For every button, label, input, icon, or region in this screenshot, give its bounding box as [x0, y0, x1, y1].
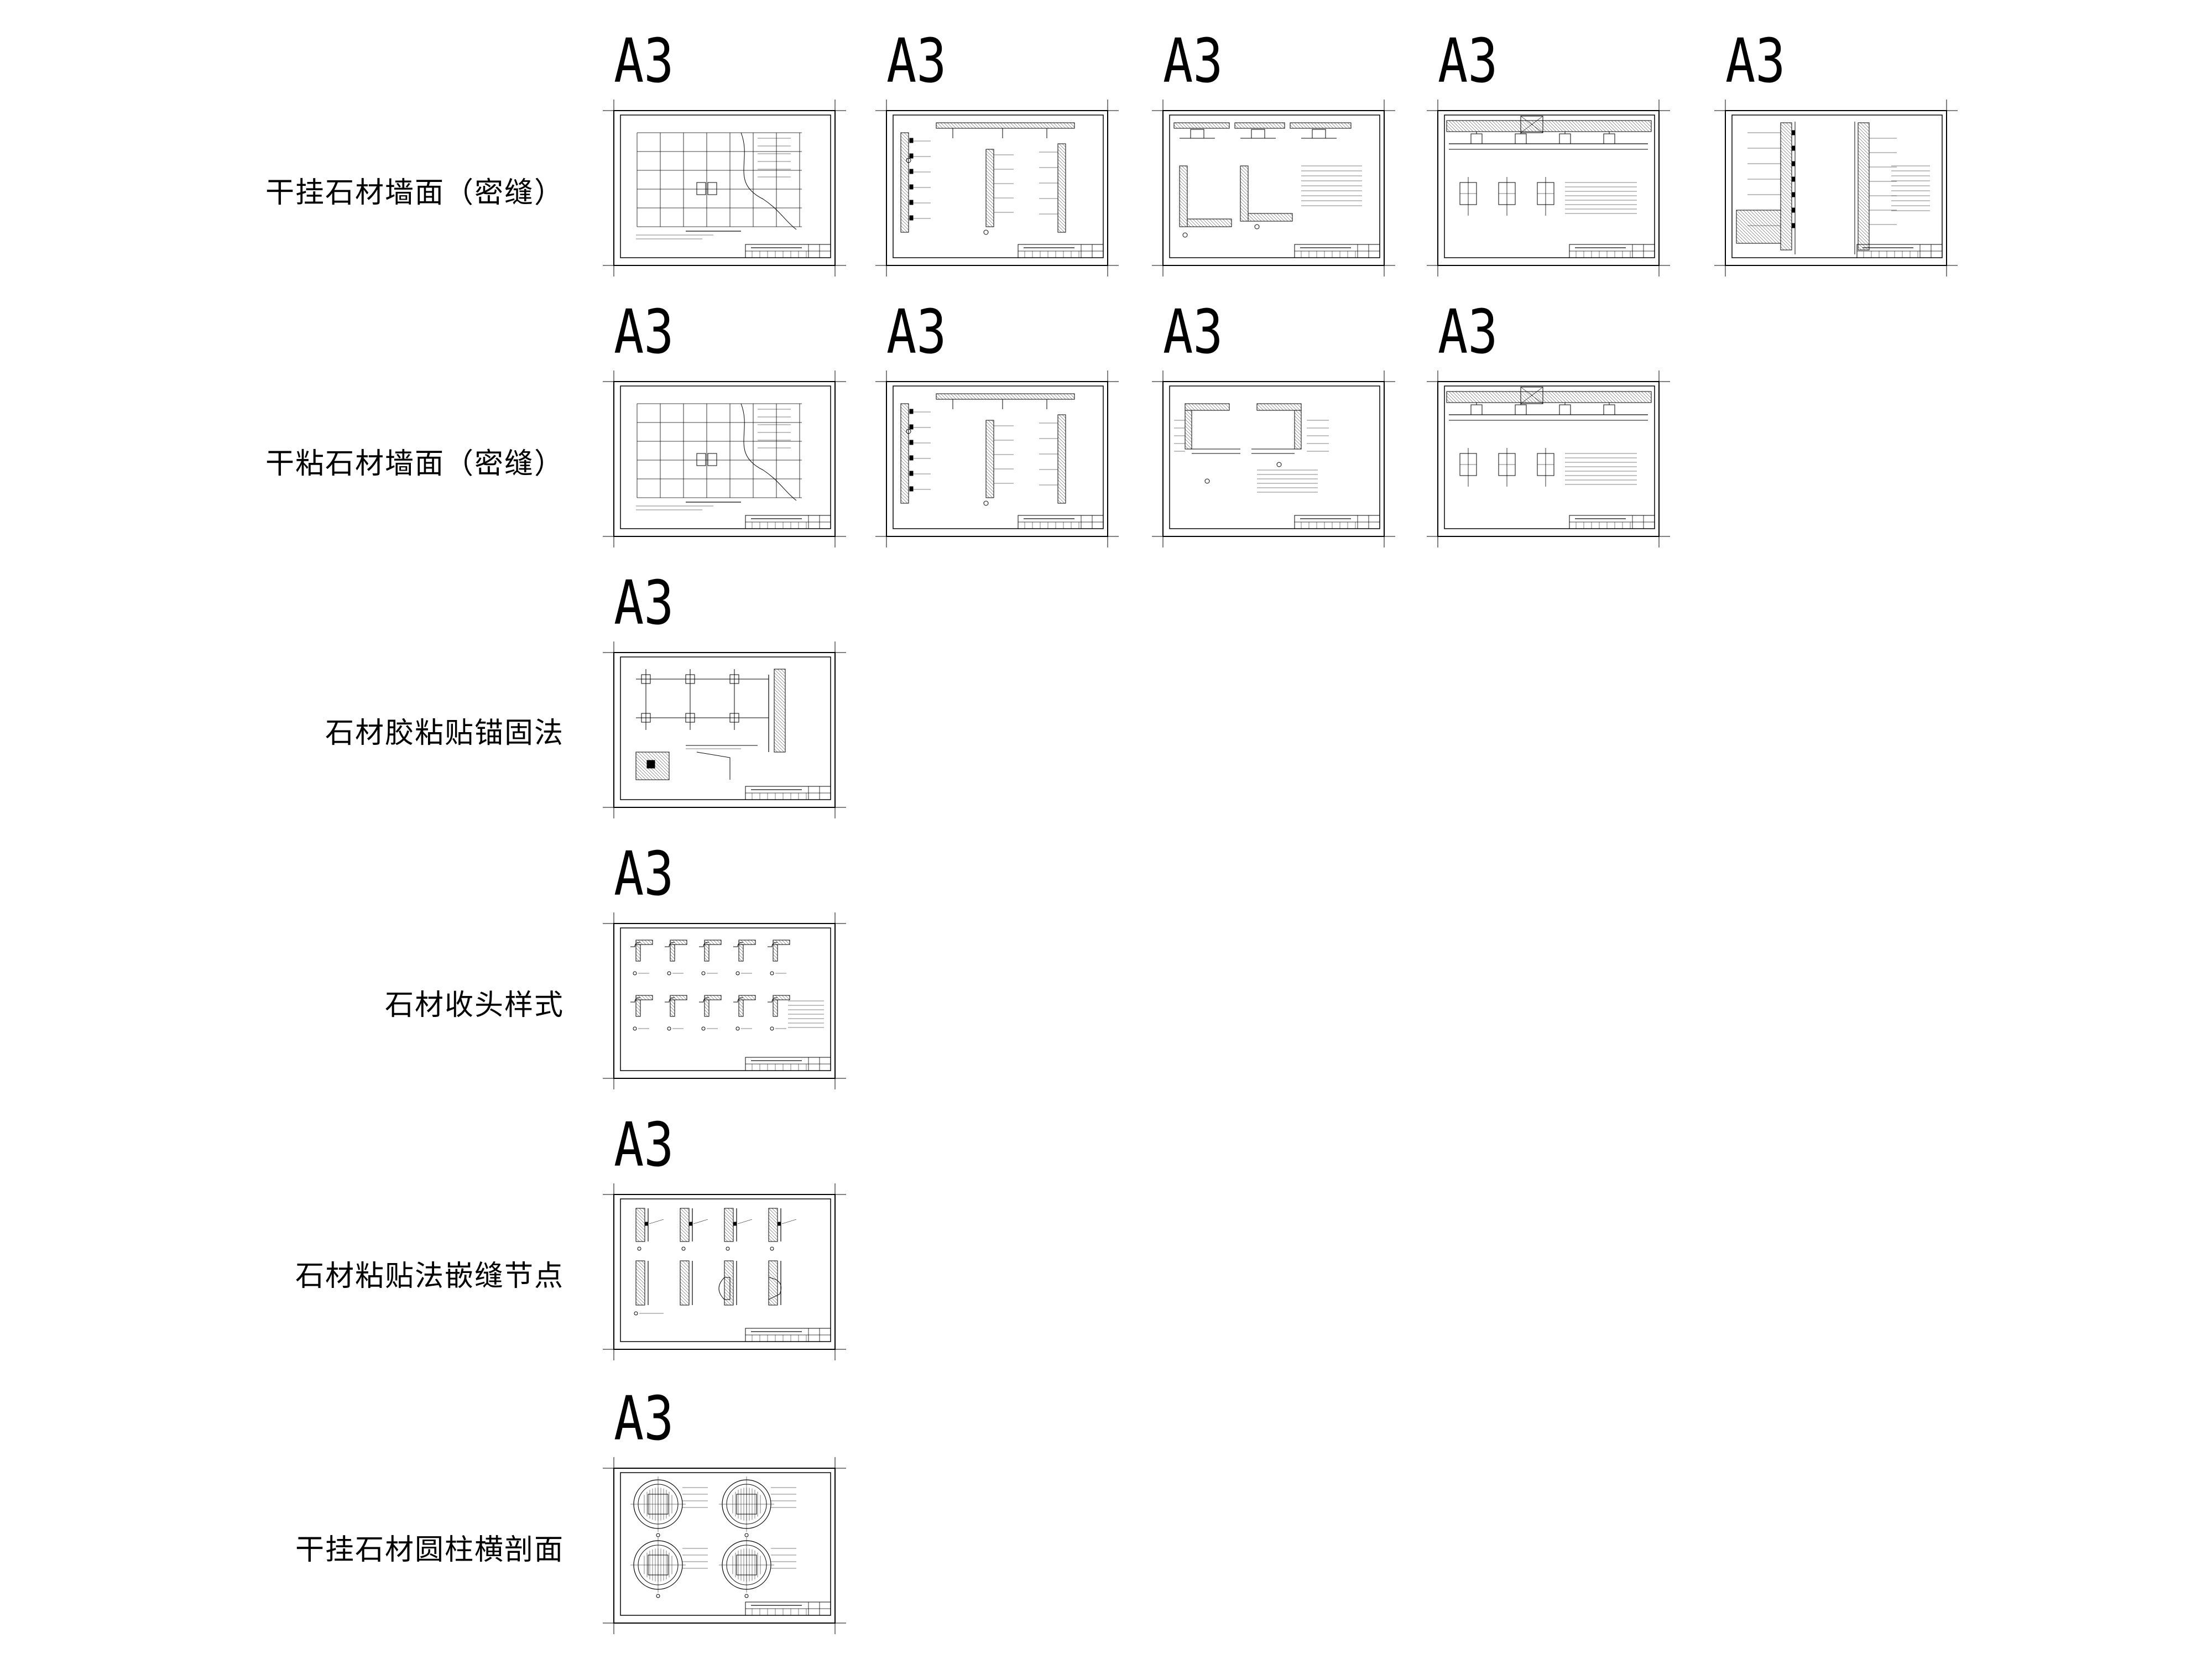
row-label-round-column: 干挂石材圆柱横剖面	[295, 1533, 564, 1567]
sheet-size-label: A3	[886, 296, 947, 367]
row-label-dry-hang-wall: 干挂石材墙面（密缝）	[265, 176, 564, 210]
sheet-size-label: A3	[614, 838, 674, 909]
sheet-thumbnail[interactable]	[603, 100, 846, 276]
sheet-drawing	[603, 371, 846, 547]
sheet-size-label: A3	[1163, 296, 1223, 367]
row-label-edge-styles: 石材收头样式	[384, 989, 564, 1022]
sheet-drawing	[603, 100, 846, 276]
sheet-size-label: A3	[1438, 25, 1498, 96]
sheet-thumbnail[interactable]	[1152, 100, 1395, 276]
sheet-drawing	[603, 1183, 846, 1360]
row-label-joint-nodes: 石材粘贴法嵌缝节点	[295, 1260, 564, 1293]
sheet-thumbnail[interactable]	[875, 371, 1119, 547]
sheet-size-label: A3	[1725, 25, 1786, 96]
sheet-thumbnail[interactable]	[875, 100, 1119, 276]
sheet-drawing	[875, 371, 1119, 547]
sheet-drawing	[1427, 371, 1670, 547]
sheet-drawing	[603, 1457, 846, 1634]
sheet-size-label: A3	[614, 296, 674, 367]
sheet-thumbnail[interactable]	[603, 371, 846, 547]
sheet-size-label: A3	[1163, 25, 1223, 96]
sheet-drawing	[1152, 100, 1395, 276]
sheet-thumbnail[interactable]	[603, 641, 846, 818]
sheet-drawing	[1714, 100, 1958, 276]
sheet-size-label: A3	[614, 1109, 674, 1180]
sheet-drawing	[1427, 100, 1670, 276]
sheet-thumbnail[interactable]	[1427, 100, 1670, 276]
sheet-thumbnail[interactable]	[1714, 100, 1958, 276]
sheet-size-label: A3	[614, 25, 674, 96]
sheet-thumbnail[interactable]	[1427, 371, 1670, 547]
sheet-size-label: A3	[614, 1383, 674, 1454]
sheet-thumbnail[interactable]	[1152, 371, 1395, 547]
sheet-drawing	[603, 641, 846, 818]
sheet-size-label: A3	[886, 25, 947, 96]
sheet-drawing	[603, 912, 846, 1089]
sheet-size-label: A3	[614, 567, 674, 638]
row-label-glue-anchor: 石材胶粘贴锚固法	[325, 717, 564, 750]
sheet-drawing	[875, 100, 1119, 276]
row-label-dry-stick-wall: 干粘石材墙面（密缝）	[265, 447, 564, 481]
sheet-size-label: A3	[1438, 296, 1498, 367]
sheet-drawing	[1152, 371, 1395, 547]
sheet-thumbnail[interactable]	[603, 1183, 846, 1360]
sheet-thumbnail[interactable]	[603, 912, 846, 1089]
sheet-thumbnail[interactable]	[603, 1457, 846, 1634]
